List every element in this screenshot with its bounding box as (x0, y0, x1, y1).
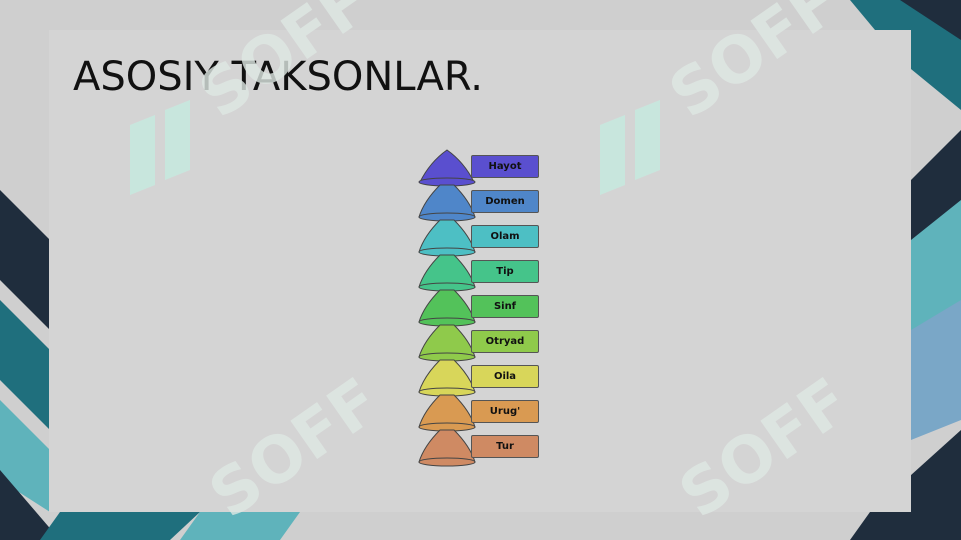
taxonomy-label-sinf: Sinf (471, 295, 539, 318)
taxonomy-label-oila: Oila (471, 365, 539, 388)
taxonomy-cone-8 (418, 429, 476, 467)
taxonomy-cone-1 (418, 184, 476, 222)
taxonomy-label-olam: Olam (471, 225, 539, 248)
taxonomy-figure: Hayot Domen Olam Tip Sinf Otryad Oila Ur… (410, 142, 550, 477)
taxonomy-label-hayot: Hayot (471, 155, 539, 178)
taxonomy-cone-2 (418, 219, 476, 257)
taxonomy-cone-5 (418, 324, 476, 362)
taxonomy-cone-4 (418, 289, 476, 327)
taxonomy-label-tur: Tur (471, 435, 539, 458)
taxonomy-label-tip: Tip (471, 260, 539, 283)
taxonomy-cone-7 (418, 394, 476, 432)
taxonomy-cones (418, 149, 476, 467)
taxonomy-label-otryad: Otryad (471, 330, 539, 353)
slide-title: ASOSIY TAKSONLAR. (73, 54, 483, 100)
taxonomy-label-urug: Urug' (471, 400, 539, 423)
taxonomy-label-domen: Domen (471, 190, 539, 213)
taxonomy-cone-0 (418, 149, 476, 187)
taxonomy-cone-3 (418, 254, 476, 292)
taxonomy-cone-6 (418, 359, 476, 397)
